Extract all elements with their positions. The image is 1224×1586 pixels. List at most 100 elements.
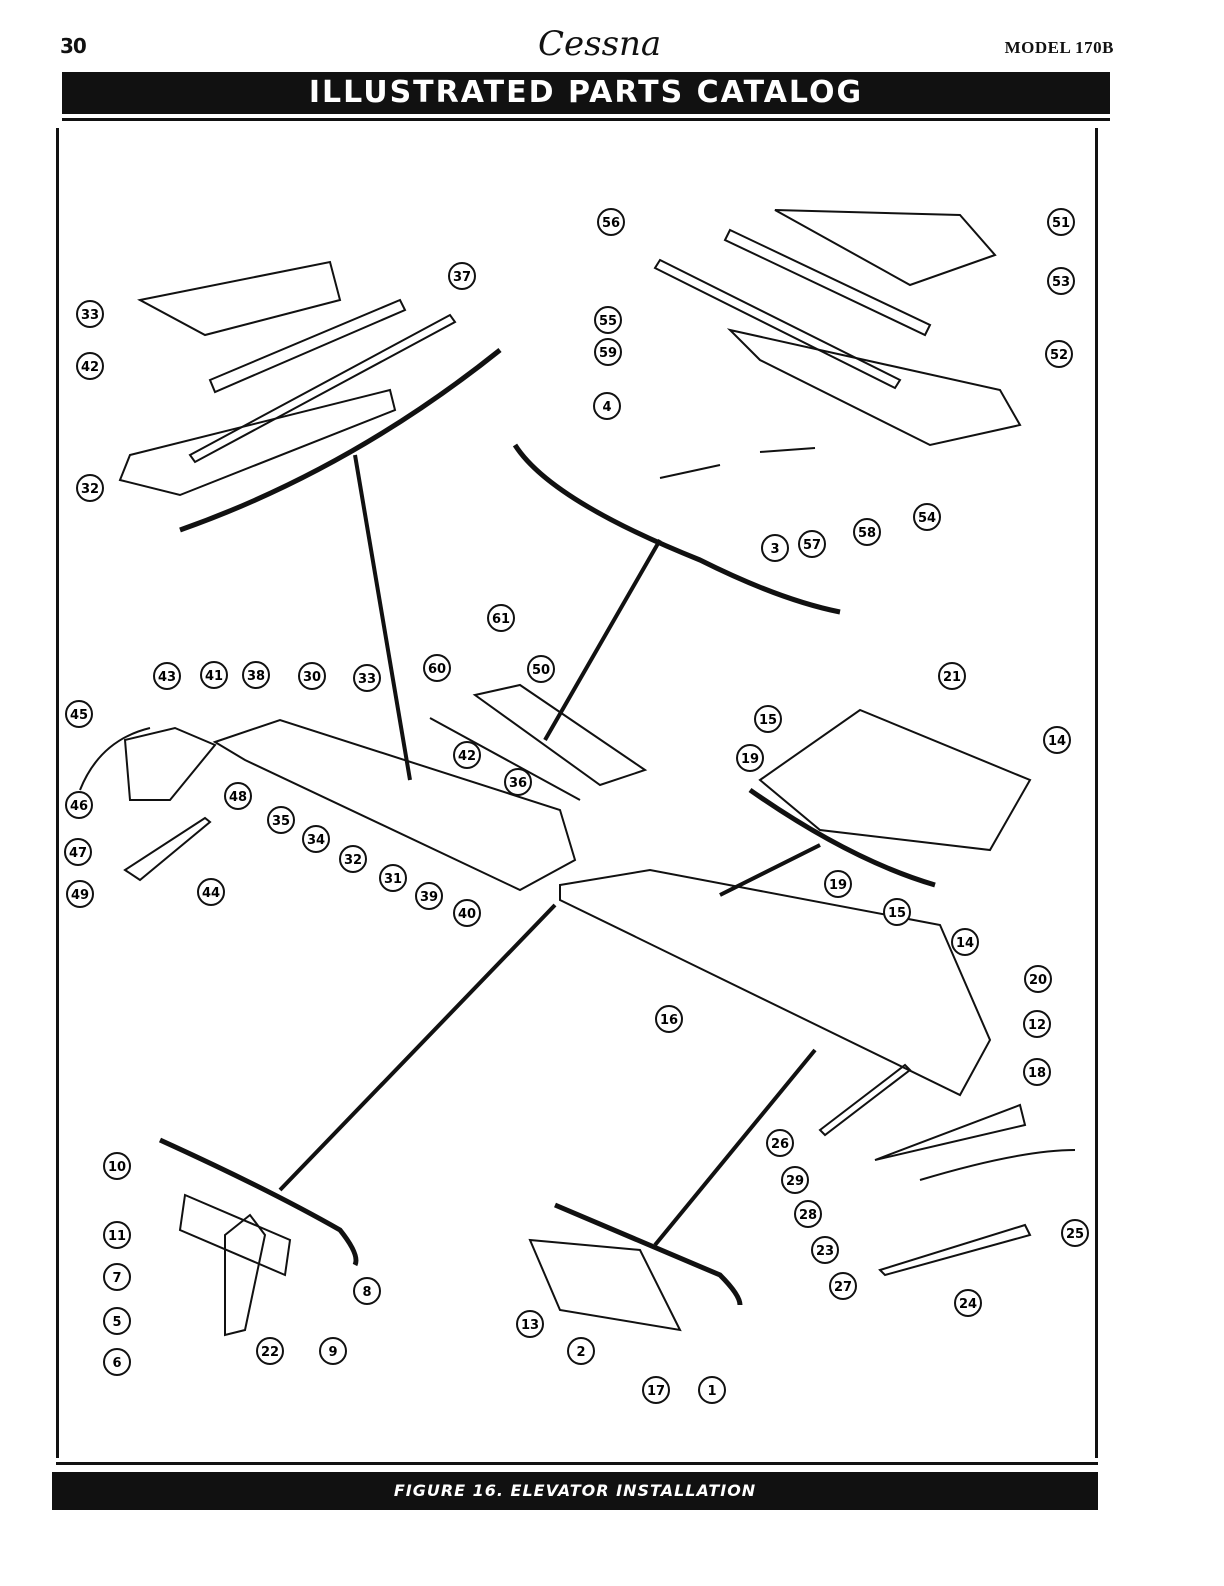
callout-19: 19 <box>736 744 764 772</box>
svg-text:17: 17 <box>647 1384 665 1399</box>
callout-label: 56 <box>602 216 620 231</box>
callout-59: 59 <box>594 338 622 366</box>
svg-text:14: 14 <box>1048 734 1066 749</box>
svg-text:9: 9 <box>328 1345 337 1360</box>
svg-text:48: 48 <box>229 790 247 805</box>
svg-text:40: 40 <box>458 907 476 922</box>
svg-text:60: 60 <box>428 662 446 677</box>
svg-text:32: 32 <box>344 853 362 868</box>
detail-bracket-3 <box>748 787 936 888</box>
callout-33b: 33 <box>353 664 381 692</box>
callout-44: 44 <box>197 878 225 906</box>
callout-48: 48 <box>224 782 252 810</box>
callout-34: 34 <box>302 825 330 853</box>
page-title: ILLUSTRATED PARTS CATALOG <box>62 72 1110 114</box>
callout-13: 13 <box>516 1310 544 1338</box>
callout-37: 37 <box>448 262 476 290</box>
svg-text:23: 23 <box>816 1244 834 1259</box>
svg-text:39: 39 <box>420 890 438 905</box>
callout-20: 20 <box>1024 965 1052 993</box>
hinge-bracket <box>224 1213 267 1337</box>
svg-text:13: 13 <box>521 1318 539 1333</box>
svg-text:37: 37 <box>453 270 471 285</box>
callout-40: 40 <box>453 899 481 927</box>
callout-circles: 56 51 53 55 59 52 4 54 58 57 3 37 33 42 … <box>64 208 1089 1404</box>
svg-text:18: 18 <box>1028 1066 1046 1081</box>
callout-39: 39 <box>415 882 443 910</box>
bolt-rod <box>759 447 816 453</box>
svg-text:3: 3 <box>770 542 779 557</box>
callout-55: 55 <box>594 306 622 334</box>
callout-46: 46 <box>65 791 93 819</box>
callout-42: 42 <box>76 352 104 380</box>
detail-bracket-5 <box>554 1202 743 1306</box>
svg-text:31: 31 <box>384 872 402 887</box>
callout-43: 43 <box>153 662 181 690</box>
svg-text:10: 10 <box>108 1160 126 1175</box>
callout-27: 27 <box>829 1272 857 1300</box>
callout-3: 3 <box>761 534 789 562</box>
callout-26: 26 <box>766 1129 794 1157</box>
left-tip <box>123 726 217 801</box>
hinge-angle-right <box>723 228 932 337</box>
svg-text:51: 51 <box>1052 216 1070 231</box>
bellcrank-assembly <box>528 1238 682 1332</box>
svg-text:33: 33 <box>81 308 99 323</box>
svg-text:2: 2 <box>576 1345 585 1360</box>
svg-text:38: 38 <box>247 669 265 684</box>
hinge-angle <box>208 298 407 394</box>
svg-text:42: 42 <box>81 360 99 375</box>
right-elevator <box>559 868 992 1097</box>
tip-cap <box>79 727 151 791</box>
bolt-rod-2 <box>659 464 721 479</box>
callout-22: 22 <box>256 1337 284 1365</box>
tip-cap-right <box>919 1149 1076 1181</box>
svg-text:26: 26 <box>771 1137 789 1152</box>
svg-text:36: 36 <box>509 776 527 791</box>
callout-19b: 19 <box>824 870 852 898</box>
svg-text:12: 12 <box>1028 1018 1046 1033</box>
leader-5 <box>653 1048 817 1247</box>
callout-15: 15 <box>754 705 782 733</box>
callout-47: 47 <box>64 838 92 866</box>
svg-text:44: 44 <box>202 886 220 901</box>
skin-panel-right-lower <box>726 328 1022 447</box>
callout-52: 52 <box>1045 340 1073 368</box>
callout-12: 12 <box>1023 1010 1051 1038</box>
leader-2 <box>543 539 662 741</box>
svg-text:52: 52 <box>1050 348 1068 363</box>
svg-text:28: 28 <box>799 1208 817 1223</box>
callout-15b: 15 <box>883 898 911 926</box>
callout-8: 8 <box>353 1277 381 1305</box>
skin-panel-lower <box>118 388 397 497</box>
callout-32: 32 <box>76 474 104 502</box>
svg-text:25: 25 <box>1066 1227 1084 1242</box>
svg-text:27: 27 <box>834 1280 852 1295</box>
callout-18: 18 <box>1023 1058 1051 1086</box>
hinge-tube <box>178 1193 292 1277</box>
svg-text:16: 16 <box>660 1013 678 1028</box>
callout-56: 56 <box>597 208 625 236</box>
callout-57: 57 <box>798 530 826 558</box>
svg-text:8: 8 <box>362 1285 371 1300</box>
svg-text:15: 15 <box>888 906 906 921</box>
callout-7: 7 <box>103 1263 131 1291</box>
svg-text:47: 47 <box>69 846 87 861</box>
model-label: MODEL 170B <box>1004 38 1114 57</box>
svg-text:42: 42 <box>458 749 476 764</box>
callout-29: 29 <box>781 1166 809 1194</box>
svg-text:33: 33 <box>358 672 376 687</box>
callout-33: 33 <box>76 300 104 328</box>
callout-50: 50 <box>527 655 555 683</box>
callout-54: 54 <box>913 503 941 531</box>
svg-text:50: 50 <box>532 663 550 678</box>
svg-text:45: 45 <box>70 708 88 723</box>
detail-bracket-4 <box>158 1137 359 1267</box>
callout-38: 38 <box>242 661 270 689</box>
svg-text:55: 55 <box>599 314 617 329</box>
svg-text:59: 59 <box>599 346 617 361</box>
frame-left-border <box>56 128 59 1458</box>
callout-42b: 42 <box>453 741 481 769</box>
left-elevator <box>212 718 577 892</box>
callout-16: 16 <box>655 1005 683 1033</box>
